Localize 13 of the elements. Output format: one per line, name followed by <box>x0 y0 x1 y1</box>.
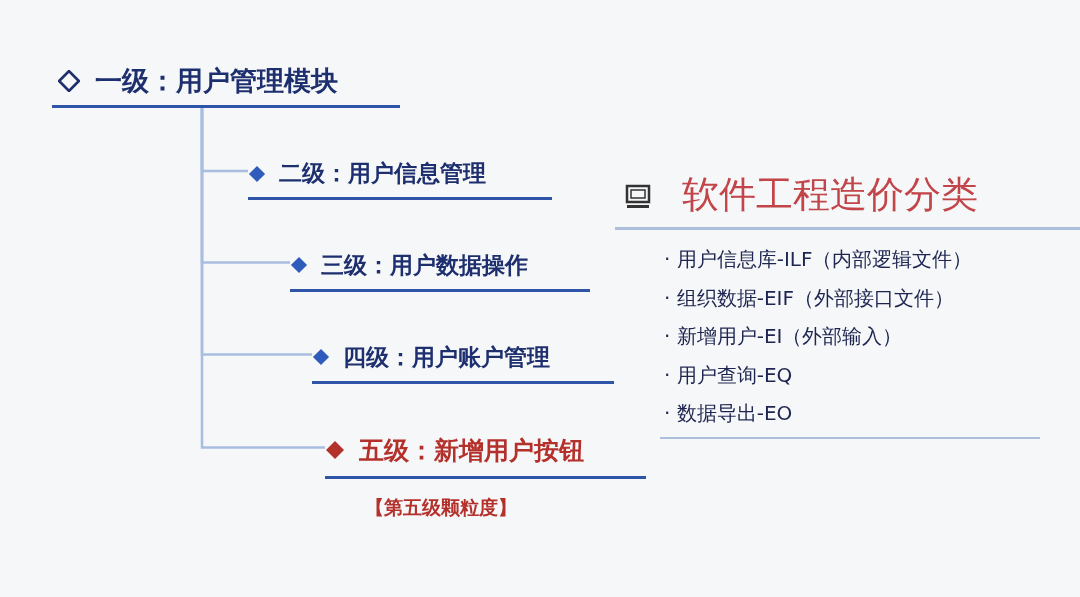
list-item: · 数据导出-EO <box>664 400 794 427</box>
heading-text: 三级：用户数据操作 <box>321 250 528 280</box>
heading-text: 二级：用户信息管理 <box>279 159 486 188</box>
heading-text: 一级：用户管理模块 <box>95 63 338 98</box>
list-item: · 用户查询-EQ <box>664 361 794 389</box>
panel-heading: 软件工程造价分类 <box>682 172 978 218</box>
connector-line <box>200 108 325 449</box>
list-item: · 用户信息库-ILF（内部逻辑文件） <box>664 246 973 273</box>
list-item: · 组织数据-EIF（外部接口文件） <box>664 284 955 312</box>
heading-text: 四级：用户账户管理 <box>343 342 550 372</box>
list-item: · 新增用户-EI（外部输入） <box>664 323 904 350</box>
caption-text: 【第五级颗粒度】 <box>365 495 517 520</box>
heading-text: 五级：新增用户按钮 <box>359 434 584 467</box>
